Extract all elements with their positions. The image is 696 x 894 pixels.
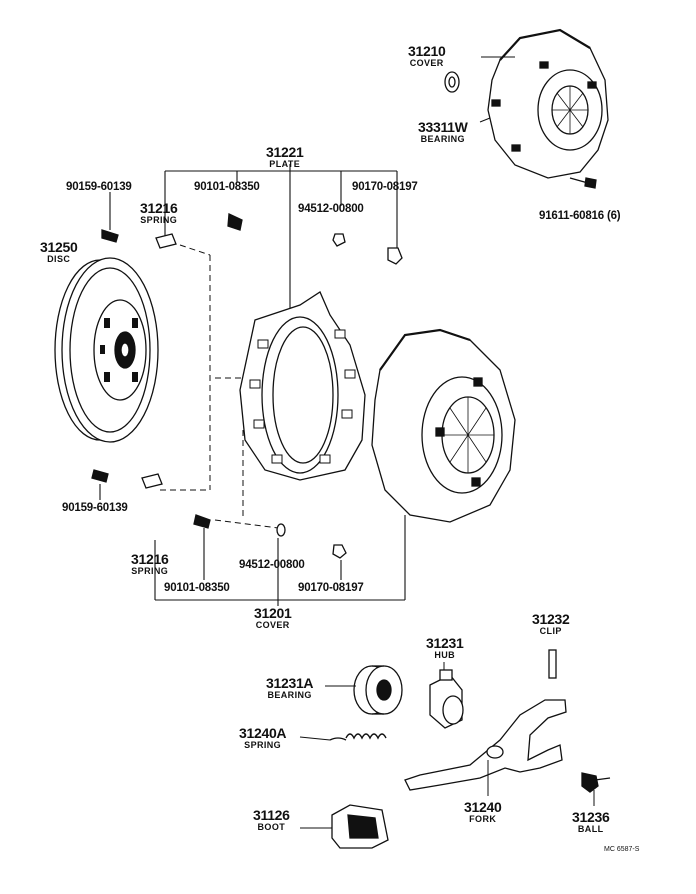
label-31236: 31236 BALL — [572, 809, 610, 834]
label-31221: 31221 PLATE — [266, 144, 304, 169]
clutch-disc-drawing — [54, 257, 159, 443]
label-31216-bottom: 31216 SPRING — [131, 551, 169, 576]
cover-assembly-top-drawing — [487, 28, 609, 179]
cover-bracket-lines — [99, 484, 406, 606]
label-31232: 31232 CLIP — [532, 611, 570, 636]
release-bearing-drawing — [353, 665, 403, 715]
plate-bracket-lines — [109, 164, 398, 320]
label-91611: 91611-60816 (6) — [539, 210, 621, 222]
label-90170-top: 90170-08197 — [352, 181, 418, 193]
label-31126: 31126 BOOT — [253, 807, 290, 832]
pilot-bearing-drawing — [444, 71, 460, 93]
label-94512-top: 94512-00800 — [298, 203, 364, 215]
label-31240a: 31240A SPRING — [239, 725, 287, 750]
label-31216-top: 31216 SPRING — [140, 200, 178, 225]
figure-code: MC 6587-S — [604, 846, 640, 853]
label-33311w: 33311W BEARING — [418, 119, 468, 144]
release-fork-drawing — [404, 699, 567, 791]
clutch-cover-drawing — [371, 328, 516, 523]
fork-boot-drawing — [331, 804, 389, 849]
label-90101-top: 90101-08350 — [194, 181, 260, 193]
label-90101-bottom: 90101-08350 — [164, 582, 230, 594]
alignment-lines — [160, 244, 279, 529]
top-hardware-drawings — [101, 213, 403, 265]
label-31231: 31231 HUB — [426, 635, 464, 660]
clip-drawing — [548, 649, 557, 679]
pivot-ball-drawing — [581, 772, 611, 793]
cover-bolt-drawing — [569, 177, 597, 189]
label-31240: 31240 FORK — [464, 799, 502, 824]
label-31231a: 31231A BEARING — [266, 675, 314, 700]
label-90159-top: 90159-60139 — [66, 181, 132, 193]
label-31201: 31201 COVER — [254, 605, 292, 630]
bottom-hardware-drawings — [91, 469, 347, 559]
return-spring-drawing — [329, 733, 387, 741]
label-90159-bottom: 90159-60139 — [62, 502, 128, 514]
pressure-plate-drawing — [239, 291, 366, 481]
label-90170-bottom: 90170-08197 — [298, 582, 364, 594]
release-hub-drawing — [429, 669, 464, 729]
label-94512-bottom: 94512-00800 — [239, 559, 305, 571]
label-31250: 31250 DISC — [40, 239, 78, 264]
label-31210: 31210 COVER — [408, 43, 446, 68]
